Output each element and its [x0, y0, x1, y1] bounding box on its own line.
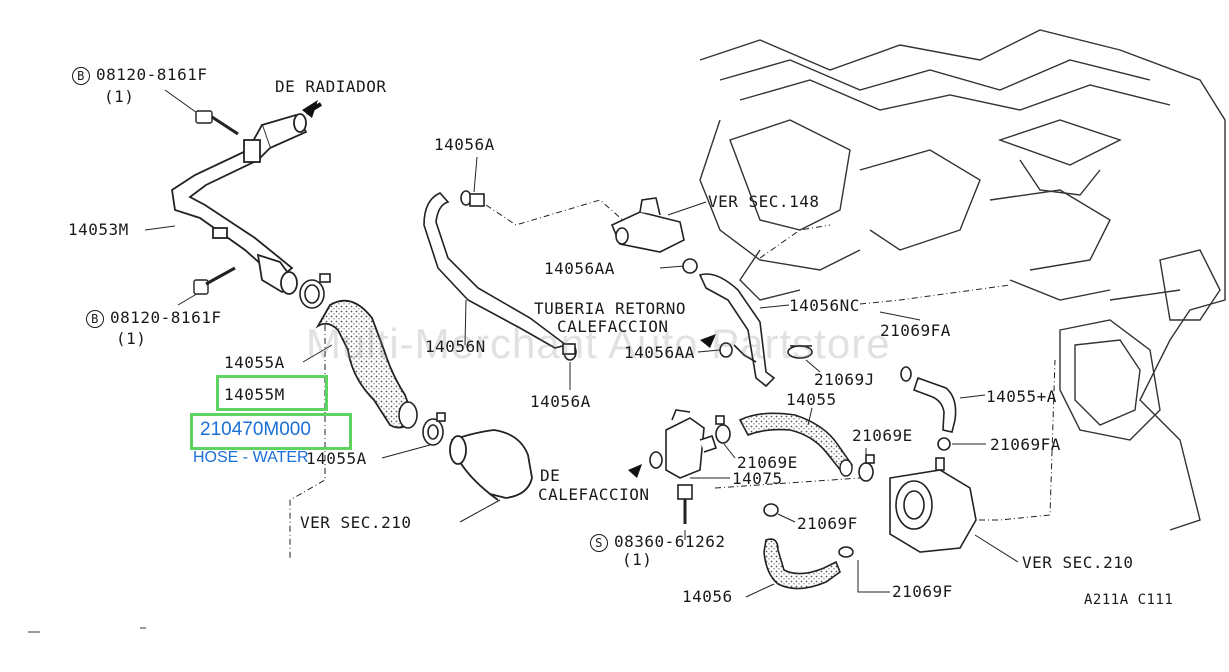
bolt-bottom-label: B 08120-8161F	[86, 309, 221, 328]
part-14056a-top: 14056A	[434, 135, 495, 154]
arrow-tuberia	[700, 334, 716, 348]
bolt-mark-b-bottom: B	[86, 309, 104, 328]
hose-14056	[763, 538, 841, 590]
bolt-top	[164, 89, 239, 136]
clamp-14056aa-mid	[719, 342, 813, 363]
bolt-top-qty: (1)	[104, 87, 135, 106]
tee-fitting-14075	[649, 409, 718, 479]
bolt-top-label: B 08120-8161F	[72, 66, 207, 85]
leader-14056aa-top	[659, 265, 685, 269]
engine-block	[699, 29, 1226, 531]
clamp-21069e-mid	[715, 415, 731, 444]
bolt-top-code: 08120-8161F	[96, 65, 208, 84]
clamp-14056a-bottom	[562, 343, 577, 361]
clamp-21069e-right	[858, 454, 875, 482]
leader-21069f-mid	[777, 513, 796, 523]
leader-14056nc	[759, 304, 790, 309]
de-radiador-label: DE RADIADOR	[275, 77, 387, 96]
de-calefaccion-line2: CALEFACCION	[538, 485, 650, 504]
clamp-14055a-top	[299, 273, 331, 309]
leader-14056a-top	[473, 156, 478, 193]
ver-sec-148: VER SEC.148	[708, 192, 820, 211]
part-14055: 14055	[786, 390, 837, 409]
part-21069e-mid: 21069E	[737, 453, 798, 472]
leader-ver-sec-148	[667, 201, 707, 216]
leader-ver-sec-210	[459, 499, 501, 523]
part-21069f-mid: 21069F	[797, 514, 858, 533]
bolt-bottom-qty: (1)	[116, 329, 147, 348]
part-21069e-right: 21069E	[852, 426, 913, 445]
part-21069fa-top: 21069FA	[880, 321, 951, 340]
screw-code: 08360-61262	[614, 532, 726, 551]
pipe-14053m	[171, 113, 308, 295]
highlight-part-number[interactable]: 210470M000	[200, 419, 311, 440]
valve-body	[610, 197, 685, 253]
clamp-21069f-bottom	[838, 546, 854, 558]
leader-14056aa-mid	[697, 349, 721, 353]
part-21069fa-right: 21069FA	[990, 435, 1061, 454]
clamp-14055a-bottom	[422, 412, 446, 446]
part-14056: 14056	[682, 587, 733, 606]
part-14055a-bottom: 14055A	[306, 449, 367, 468]
ver-sec-210-right: VER SEC.210	[1022, 553, 1134, 572]
part-14056n: 14056N	[425, 337, 486, 356]
leader-21069e-mid	[723, 443, 736, 459]
elbow-pipe	[449, 429, 533, 501]
part-14056a-bottom: 14056A	[530, 392, 591, 411]
part-14053m: 14053M	[68, 220, 129, 239]
part-14056nc: 14056NC	[789, 296, 860, 315]
thermostat-housing	[889, 457, 977, 553]
de-calefaccion-line1: DE	[540, 466, 561, 485]
diagram-ref-code: A211A C111	[1084, 592, 1174, 608]
leader-14056n	[464, 299, 467, 346]
leader-21069f-bottom	[857, 560, 890, 593]
part-14055a-top: 14055A	[224, 353, 285, 372]
part-14056aa-mid: 14056AA	[624, 343, 695, 362]
leader-14055a-top	[302, 344, 333, 363]
arrow-de-radiador	[302, 100, 323, 118]
part-21069j: 21069J	[814, 370, 875, 389]
highlight-box-14055m[interactable]	[216, 375, 328, 411]
bolt-bottom	[177, 266, 236, 306]
tuberia-retorno-line2: CALEFACCION	[557, 317, 669, 336]
screw-qty: (1)	[622, 550, 653, 569]
screw-label: S 08360-61262	[590, 533, 725, 552]
part-14075: 14075	[732, 469, 783, 488]
leader-ver-sec-210-right	[974, 534, 1019, 563]
part-14055-plus-a: 14055+A	[986, 387, 1057, 406]
part-14055m: 14055M	[224, 385, 285, 404]
part-14056aa-top: 14056AA	[544, 259, 615, 278]
clamp-21069f-mid	[763, 503, 779, 517]
highlight-box-part-number[interactable]	[190, 413, 352, 450]
ver-sec-210-left: VER SEC.210	[300, 513, 412, 532]
watermark-text: Multi-Merchant Auto Partstore	[306, 320, 891, 367]
bolt-mark-b-top: B	[72, 66, 90, 85]
hose-14055m	[315, 299, 418, 429]
leader-14053m	[144, 225, 176, 231]
leader-14055	[807, 407, 813, 426]
stray-marks	[28, 627, 146, 633]
highlight-description: HOSE - WATER	[193, 449, 309, 466]
clamp-21069fa-right	[937, 437, 951, 451]
tuberia-retorno-line1: TUBERIA RETORNO	[534, 299, 686, 318]
leader-14055a-bottom	[381, 444, 431, 459]
leader-21069j	[805, 359, 821, 373]
part-21069f-bottom: 21069F	[892, 582, 953, 601]
flow-lines	[289, 199, 1056, 560]
leader-21069fa-top	[879, 311, 921, 321]
leader-14056	[745, 583, 775, 598]
arrow-de-calefaccion	[628, 464, 642, 478]
screw	[677, 484, 693, 524]
screw-mark-s: S	[590, 533, 608, 552]
hose-14055plusa	[900, 366, 957, 433]
bolt-bottom-code: 08120-8161F	[110, 308, 222, 327]
leader-14055plusa	[959, 394, 986, 399]
hose-14055	[738, 412, 854, 477]
